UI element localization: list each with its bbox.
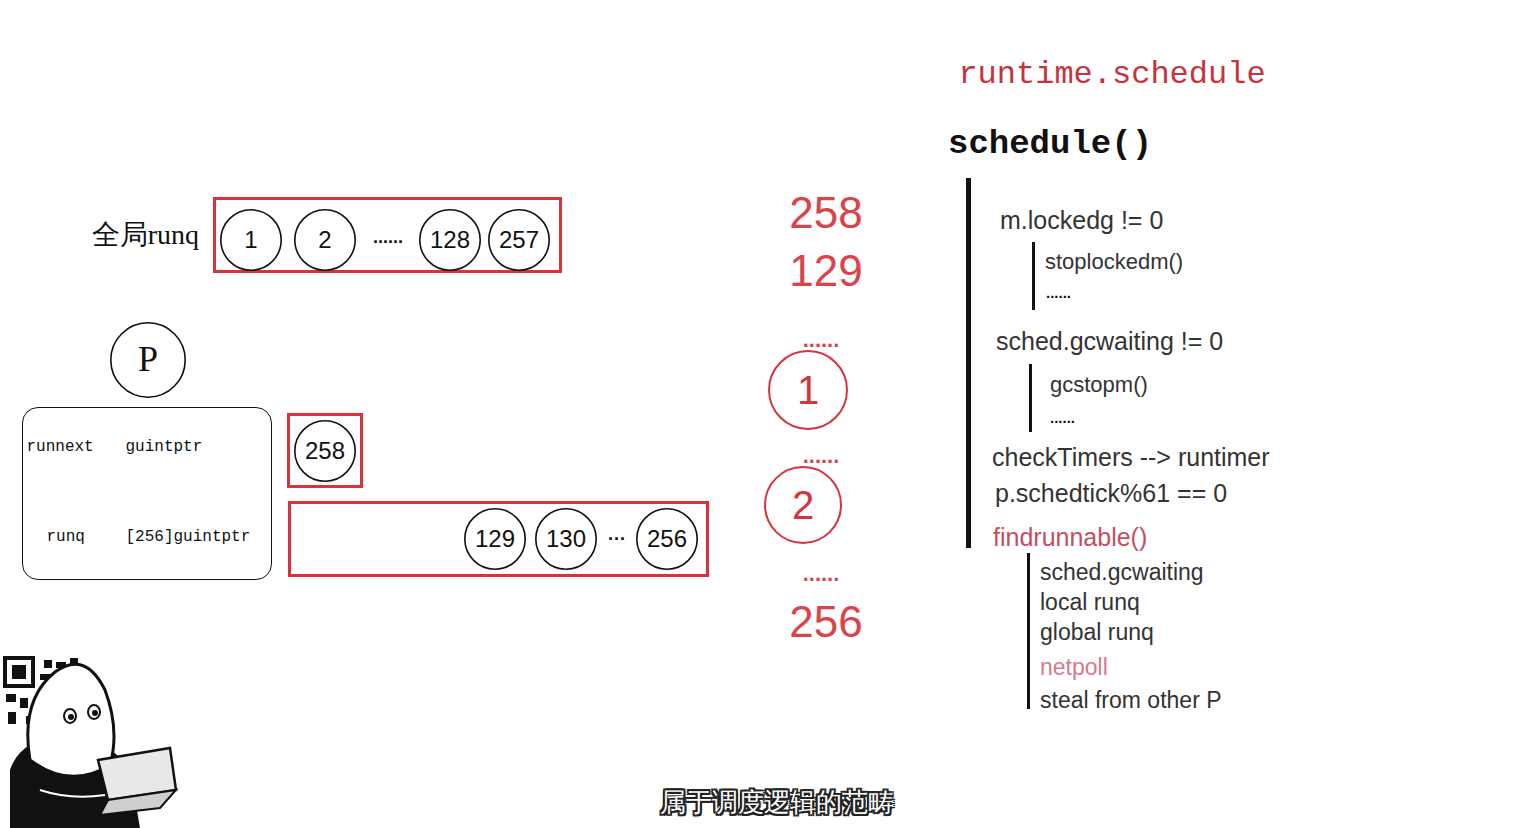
circle-outline <box>221 210 281 270</box>
queue-heading: 全局runq <box>92 219 199 251</box>
condition: m.lockedg != 0 <box>1000 206 1163 235</box>
ellipsis: ...... <box>1046 284 1071 301</box>
goroutine-number: 256 <box>789 597 862 648</box>
node-label: 2 <box>792 482 814 528</box>
goroutine-number: 129 <box>789 246 862 297</box>
tree-bar <box>966 178 971 548</box>
function-call: stoplockedm() <box>1045 249 1183 274</box>
tree-bar <box>1032 242 1035 310</box>
goroutine-circle: 257 <box>488 209 550 271</box>
title: runtime.schedule <box>958 57 1265 94</box>
step-circle: 2 <box>764 466 842 544</box>
circle-outline <box>489 210 549 270</box>
ellipsis: ...... <box>1050 409 1075 426</box>
runnext-box: 258 <box>287 413 363 488</box>
circle-outline <box>111 323 185 397</box>
field-type: guintptr <box>126 437 203 455</box>
node-label: 129 <box>475 525 515 553</box>
field-name: runnext <box>27 437 94 455</box>
function-call: gcstopm() <box>1050 372 1148 397</box>
step-text: local runq <box>1040 589 1140 615</box>
circle-outline <box>295 210 355 270</box>
global-runq-box: 全局runq......12128257 <box>213 197 562 273</box>
goroutine-circle: 256 <box>636 508 698 570</box>
field-name: runq <box>47 527 85 545</box>
node-label: 1 <box>797 367 819 413</box>
processor-circle: P <box>110 322 186 398</box>
step-text: steal from other P <box>1040 687 1222 713</box>
function-name: schedule() <box>948 125 1152 164</box>
circle-outline <box>765 467 841 543</box>
goroutine-circle: 129 <box>464 508 526 570</box>
p-struct-box: runnext guintptr runq [256]guintptr <box>22 407 272 580</box>
ellipsis: ...... <box>803 443 840 468</box>
node-label: 128 <box>430 226 470 254</box>
circle-outline <box>465 509 525 569</box>
ellipsis: ··· <box>608 529 626 550</box>
circle-outline <box>769 351 847 429</box>
node-label: 257 <box>499 226 539 254</box>
ellipsis: ...... <box>803 561 840 586</box>
ellipsis: ...... <box>373 227 403 248</box>
step-text: checkTimers --> runtimer <box>992 443 1270 472</box>
local-runq-box: ··· 129 130 256 <box>288 501 709 577</box>
subtitle-caption: 属于调度逻辑的范畴 <box>660 788 894 818</box>
goroutine-number: 258 <box>789 188 862 239</box>
function-call: findrunnable() <box>993 523 1147 552</box>
node-label: 130 <box>546 525 586 553</box>
step-text: sched.gcwaiting <box>1040 559 1204 585</box>
circle-outline <box>536 509 596 569</box>
circle-outline <box>420 210 480 270</box>
goroutine-circle: 130 <box>535 508 597 570</box>
tree-bar <box>1029 364 1032 432</box>
goroutine-circle: 128 <box>419 209 481 271</box>
node-label: 258 <box>305 437 345 465</box>
circle-outline <box>295 421 355 481</box>
cartoon-character <box>10 664 176 828</box>
node-label: 256 <box>647 525 687 553</box>
goroutine-circle: 2 <box>294 209 356 271</box>
node-label: 2 <box>318 226 331 254</box>
step-circle: 1 <box>768 350 848 430</box>
step-text: netpoll <box>1040 654 1108 680</box>
goroutine-circle: 258 <box>294 420 356 482</box>
condition: p.schedtick%61 == 0 <box>995 479 1227 508</box>
tree-bar <box>1027 553 1030 709</box>
circle-outline <box>637 509 697 569</box>
field-type: [256]guintptr <box>126 527 251 545</box>
node-label: P <box>138 339 158 380</box>
condition: sched.gcwaiting != 0 <box>996 327 1223 356</box>
node-label: 1 <box>244 226 257 254</box>
ellipsis: ...... <box>803 327 840 352</box>
goroutine-circle: 1 <box>220 209 282 271</box>
step-text: global runq <box>1040 619 1154 645</box>
